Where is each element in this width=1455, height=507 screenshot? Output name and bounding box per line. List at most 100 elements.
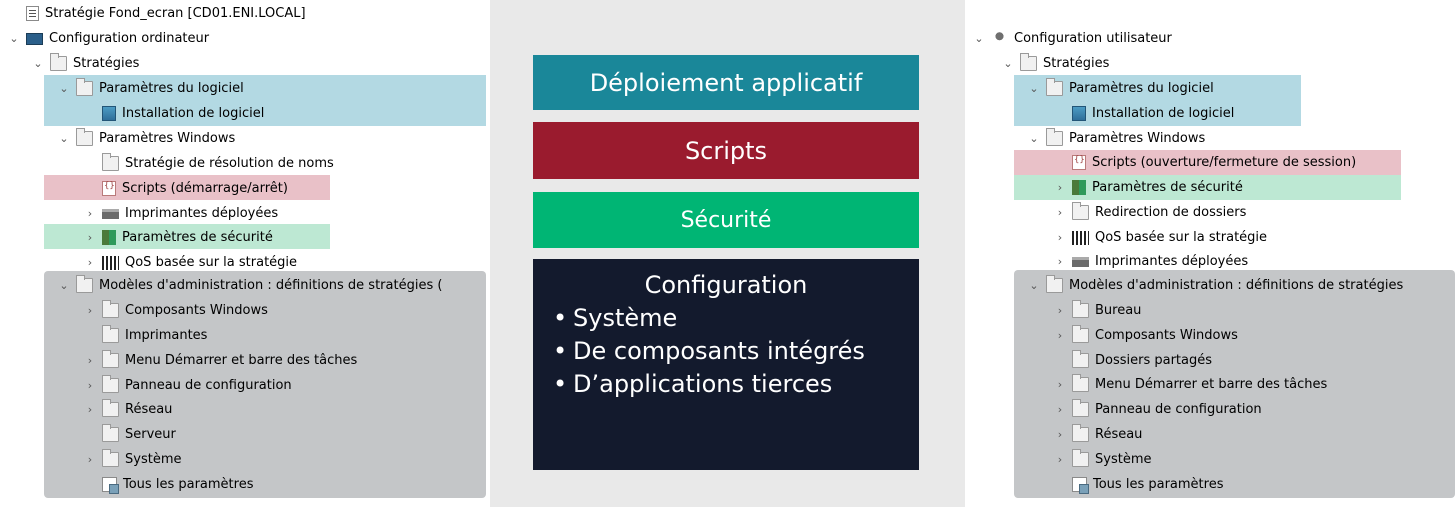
tree-item-security-settings[interactable]: › Paramètres de sécurité xyxy=(82,225,273,250)
chevron-right-icon[interactable]: › xyxy=(87,207,93,220)
qos-icon xyxy=(1072,230,1089,245)
tree-item-control-panel[interactable]: › Panneau de configuration xyxy=(82,373,292,398)
chevron-right-icon[interactable]: › xyxy=(1057,329,1063,342)
tree-item-label: Paramètres de sécurité xyxy=(122,230,273,245)
tree-item-strategies[interactable]: ⌄ Stratégies xyxy=(30,51,139,76)
chevron-right-icon[interactable]: › xyxy=(1057,378,1063,391)
tree-item-software-install[interactable]: Installation de logiciel xyxy=(1052,101,1234,126)
tree-item-label: Bureau xyxy=(1095,303,1142,318)
tree-item-qos[interactable]: › QoS basée sur la stratégie xyxy=(82,250,297,275)
tree-item-start-menu[interactable]: › Menu Démarrer et barre des tâches xyxy=(1052,372,1327,397)
tree-item-windows-components[interactable]: › Composants Windows xyxy=(1052,323,1238,348)
chevron-down-icon[interactable]: ⌄ xyxy=(1003,57,1013,70)
folder-icon xyxy=(102,424,119,442)
script-icon xyxy=(1072,155,1086,170)
chevron-right-icon[interactable]: › xyxy=(1057,403,1063,416)
tree-item-label: Scripts (ouverture/fermeture de session) xyxy=(1092,155,1357,170)
chevron-down-icon[interactable]: ⌄ xyxy=(59,82,69,95)
tree-item-root-policy[interactable]: Stratégie Fond_ecran [CD01.ENI.LOCAL] xyxy=(6,1,306,26)
legend-config-list: Système De composants intégrés D’applica… xyxy=(547,302,905,401)
chevron-right-icon[interactable]: › xyxy=(87,403,93,416)
chevron-right-icon[interactable]: › xyxy=(1057,453,1063,466)
tree-item-software-settings[interactable]: ⌄ Paramètres du logiciel xyxy=(56,76,244,101)
chevron-right-icon[interactable]: › xyxy=(87,304,93,317)
tree-item-label: Stratégie Fond_ecran [CD01.ENI.LOCAL] xyxy=(45,6,306,21)
tree-item-network[interactable]: › Réseau xyxy=(1052,422,1142,447)
chevron-right-icon[interactable]: › xyxy=(87,231,93,244)
tree-item-control-panel[interactable]: › Panneau de configuration xyxy=(1052,397,1262,422)
chevron-down-icon[interactable]: ⌄ xyxy=(974,32,984,45)
tree-item-system[interactable]: › Système xyxy=(1052,447,1151,472)
tree-item-name-resolution[interactable]: Stratégie de résolution de noms xyxy=(82,151,334,176)
tree-item-start-menu[interactable]: › Menu Démarrer et barre des tâches xyxy=(82,348,357,373)
tree-item-label: Modèles d'administration : définitions d… xyxy=(99,278,443,293)
folder-icon xyxy=(1072,449,1089,467)
tree-item-deployed-printers[interactable]: › Imprimantes déployées xyxy=(1052,249,1248,274)
chevron-right-icon[interactable]: › xyxy=(87,354,93,367)
legend-security-label: Sécurité xyxy=(680,207,772,233)
tree-item-windows-components[interactable]: › Composants Windows xyxy=(82,298,268,323)
user-config-tree-panel: ⌄ Configuration utilisateur ⌄ Stratégies… xyxy=(965,0,1455,507)
tree-item-printers[interactable]: Imprimantes xyxy=(82,323,207,348)
tree-item-label: Réseau xyxy=(125,402,173,417)
chevron-down-icon[interactable]: ⌄ xyxy=(1029,132,1039,145)
tree-item-folder-redirection[interactable]: › Redirection de dossiers xyxy=(1052,200,1246,225)
security-icon xyxy=(102,230,116,245)
tree-item-desktop[interactable]: › Bureau xyxy=(1052,298,1141,323)
folder-icon xyxy=(1072,374,1089,392)
chevron-right-icon[interactable]: › xyxy=(87,453,93,466)
tree-item-qos[interactable]: › QoS basée sur la stratégie xyxy=(1052,225,1267,250)
chevron-right-icon[interactable]: › xyxy=(87,256,93,269)
tree-item-strategies[interactable]: ⌄ Stratégies xyxy=(1000,51,1109,76)
software-settings-highlight xyxy=(44,75,486,126)
tree-item-network[interactable]: › Réseau xyxy=(82,397,172,422)
chevron-down-icon[interactable]: ⌄ xyxy=(1029,82,1039,95)
tree-item-software-install[interactable]: Installation de logiciel xyxy=(82,101,264,126)
folder-icon xyxy=(102,350,119,368)
chevron-right-icon[interactable]: › xyxy=(87,379,93,392)
tree-item-server[interactable]: Serveur xyxy=(82,422,176,447)
tree-item-label: Réseau xyxy=(1095,427,1143,442)
chevron-down-icon[interactable]: ⌄ xyxy=(9,32,19,45)
chevron-down-icon[interactable]: ⌄ xyxy=(59,279,69,292)
legend-config-item: Système xyxy=(547,302,905,335)
tree-item-deployed-printers[interactable]: › Imprimantes déployées xyxy=(82,201,278,226)
tree-item-label: Système xyxy=(1095,452,1152,467)
script-icon xyxy=(102,181,116,196)
legend-config-item: De composants intégrés xyxy=(547,335,905,368)
legend-deploy-box: Déploiement applicatif xyxy=(533,55,919,110)
tree-item-scripts[interactable]: Scripts (démarrage/arrêt) xyxy=(82,176,288,201)
chevron-right-icon[interactable]: › xyxy=(1057,206,1063,219)
folder-icon xyxy=(76,128,93,146)
tree-item-security-settings[interactable]: › Paramètres de sécurité xyxy=(1052,175,1243,200)
chevron-right-icon[interactable]: › xyxy=(1057,231,1063,244)
tree-item-user-config[interactable]: ⌄ Configuration utilisateur xyxy=(971,26,1172,51)
tree-item-windows-settings[interactable]: ⌄ Paramètres Windows xyxy=(56,126,235,151)
tree-item-all-settings[interactable]: Tous les paramètres xyxy=(82,472,253,497)
tree-item-admin-templates[interactable]: ⌄ Modèles d'administration : définitions… xyxy=(56,273,442,298)
chevron-right-icon[interactable]: › xyxy=(1057,304,1063,317)
folder-icon xyxy=(50,53,67,71)
tree-item-label: Tous les paramètres xyxy=(1093,477,1224,492)
tree-item-shared-folders[interactable]: Dossiers partagés xyxy=(1052,348,1212,373)
tree-item-label: Serveur xyxy=(125,427,176,442)
chevron-down-icon[interactable]: ⌄ xyxy=(33,57,43,70)
tree-item-admin-templates[interactable]: ⌄ Modèles d'administration : définitions… xyxy=(1026,273,1403,298)
chevron-down-icon[interactable]: ⌄ xyxy=(59,132,69,145)
tree-item-computer-config[interactable]: ⌄ Configuration ordinateur xyxy=(6,26,209,51)
tree-item-scripts[interactable]: Scripts (ouverture/fermeture de session) xyxy=(1052,150,1356,175)
chevron-right-icon[interactable]: › xyxy=(1057,255,1063,268)
tree-item-label: Composants Windows xyxy=(1095,328,1238,343)
tree-item-all-settings[interactable]: Tous les paramètres xyxy=(1052,472,1223,497)
chevron-down-icon[interactable]: ⌄ xyxy=(1029,279,1039,292)
chevron-right-icon[interactable]: › xyxy=(1057,181,1063,194)
policy-doc-icon xyxy=(26,6,39,21)
tree-item-software-settings[interactable]: ⌄ Paramètres du logiciel xyxy=(1026,76,1214,101)
tree-item-windows-settings[interactable]: ⌄ Paramètres Windows xyxy=(1026,126,1205,151)
chevron-right-icon[interactable]: › xyxy=(1057,428,1063,441)
legend-config-title: Configuration xyxy=(644,271,808,299)
tree-item-label: Paramètres Windows xyxy=(1069,131,1206,146)
folder-icon xyxy=(1072,350,1089,368)
tree-item-system[interactable]: › Système xyxy=(82,447,181,472)
tree-item-label: Système xyxy=(125,452,182,467)
